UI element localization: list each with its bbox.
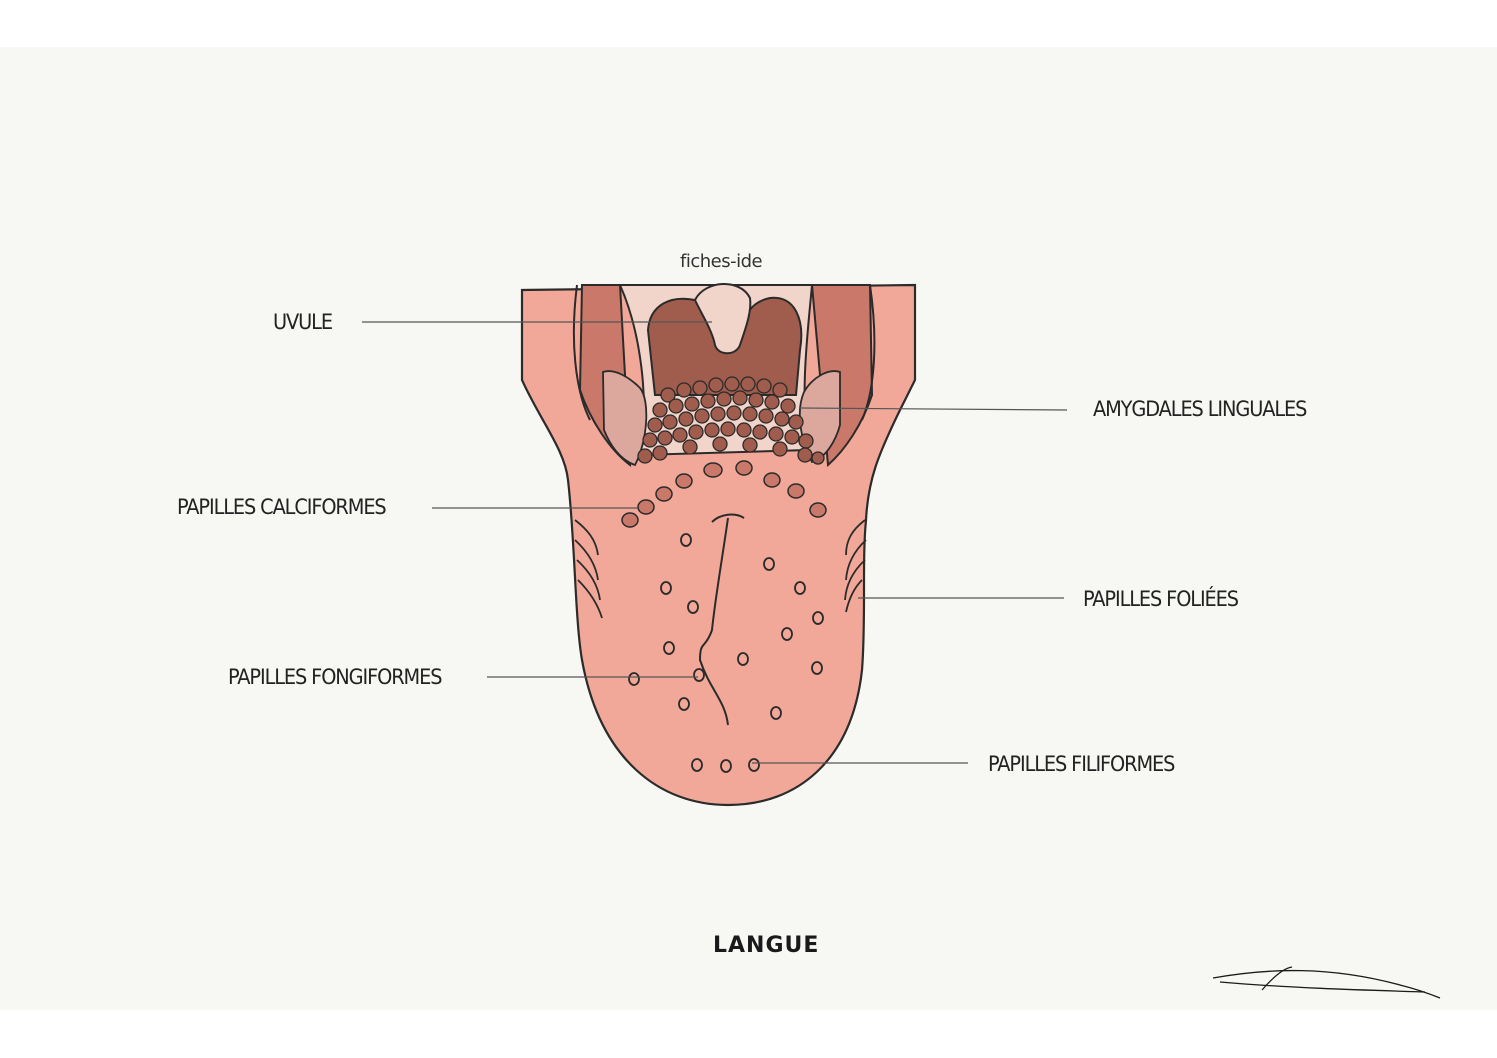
uvula-shape [693, 283, 752, 355]
label-papilles-calciformes: PAPILLES CALCIFORMES [177, 495, 387, 519]
lingual-tonsil-cluster [637, 376, 825, 465]
tongue-edge-right [861, 284, 876, 421]
signature-mark [1212, 966, 1441, 999]
papillae-filiformes-group [691, 758, 760, 773]
median-sulcus [698, 513, 745, 726]
watermark-text: fiches-ide [680, 251, 763, 272]
leader-amygdales [799, 407, 1068, 411]
label-papilles-fongiformes: PAPILLES FONGIFORMES [228, 665, 442, 689]
diagram-title: LANGUE [713, 933, 820, 958]
label-papilles-filiformes: PAPILLES FILIFORMES [988, 752, 1175, 776]
label-papilles-foliees: PAPILLES FOLIÉES [1083, 587, 1239, 611]
leader-lines [362, 321, 1068, 764]
label-uvule: UVULE [273, 310, 333, 334]
tongue-edge-left [572, 284, 591, 421]
papillae-calciformes-group [621, 460, 827, 528]
label-amygdales-linguales: AMYGDALES LINGUALES [1093, 397, 1307, 421]
papillae-foliees-group [574, 519, 867, 619]
papillae-fongiformes-group [628, 533, 824, 720]
tonsil-left [602, 370, 648, 467]
